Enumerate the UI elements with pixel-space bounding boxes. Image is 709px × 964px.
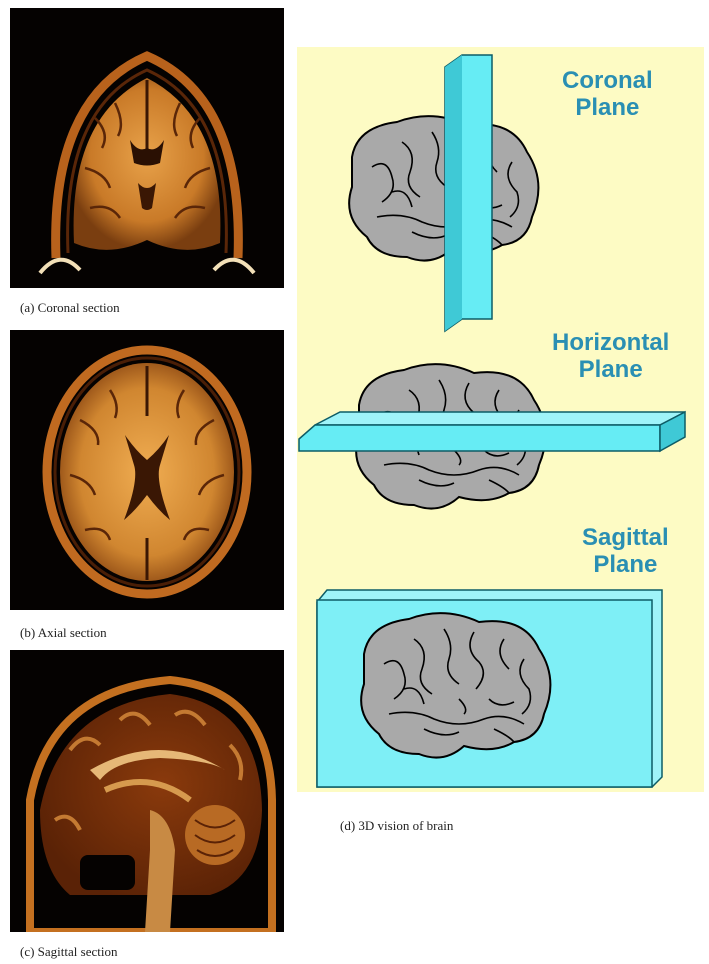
brain-3d-panel: Coronal Plane Horizontal Plane Sagittal … (297, 47, 704, 792)
coronal-plane-shape (445, 55, 492, 331)
coronal-plane-label: Coronal Plane (562, 67, 653, 121)
horizontal-plane-shape (299, 412, 685, 451)
sagittal-caption: (c) Sagittal section (20, 944, 117, 960)
sagittal-plane-label: Sagittal Plane (582, 524, 669, 578)
axial-caption: (b) Axial section (20, 625, 107, 641)
coronal-brain-illustration (349, 116, 538, 260)
axial-mri-image (10, 330, 284, 610)
coronal-caption: (a) Coronal section (20, 300, 120, 316)
horizontal-plane-label: Horizontal Plane (552, 329, 669, 383)
brain-3d-caption: (d) 3D vision of brain (340, 818, 453, 834)
sagittal-brain-illustration (361, 613, 550, 757)
sagittal-mri-image (10, 650, 284, 932)
coronal-mri-image (10, 8, 284, 288)
